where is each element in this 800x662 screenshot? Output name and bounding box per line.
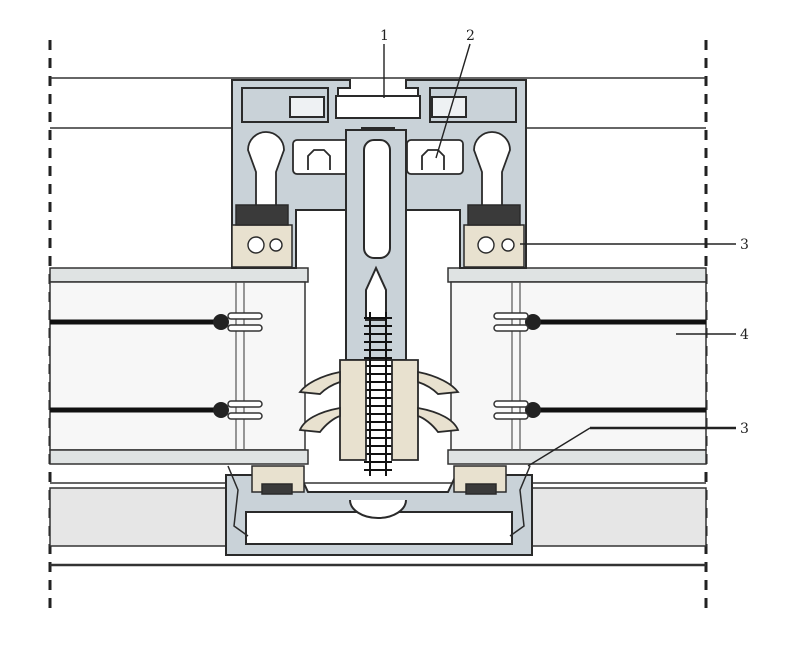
pressure-wings xyxy=(298,359,460,461)
callout-label-2: 2 xyxy=(466,28,475,44)
gasket-blocks xyxy=(231,204,525,268)
fixing-screw xyxy=(364,312,392,476)
callout-label-1: 1 xyxy=(380,28,389,44)
right-glazing-unit xyxy=(447,267,707,465)
left-glazing-unit xyxy=(49,267,309,465)
leader-lines xyxy=(383,43,736,467)
bottom-panels xyxy=(49,482,707,567)
rod-clips xyxy=(213,314,541,418)
callout-label-3-lower: 3 xyxy=(740,421,749,437)
callout-label-4: 4 xyxy=(740,327,749,343)
central-stem xyxy=(345,129,407,361)
gasket-holes xyxy=(247,236,515,254)
mullion-head xyxy=(231,79,527,269)
callout-label-3-upper: 3 xyxy=(740,237,749,253)
bottom-cover-cap xyxy=(225,474,533,556)
tie-rods xyxy=(50,319,706,413)
clip-arms xyxy=(227,312,529,420)
cap-gaskets xyxy=(227,465,531,537)
keyhole-channels xyxy=(247,131,511,207)
